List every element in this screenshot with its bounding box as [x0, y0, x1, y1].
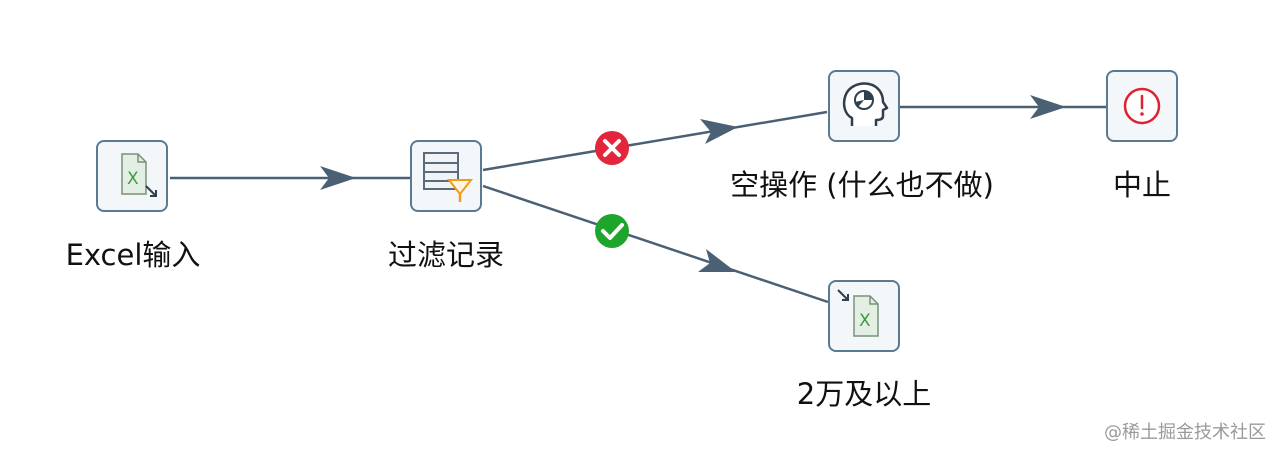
hop-arrow-filter-to-output: [698, 249, 736, 272]
step-excel-output[interactable]: X: [828, 280, 900, 352]
filter-rows-icon: [423, 152, 474, 202]
step-label-excel-input: Excel输入: [65, 238, 201, 272]
hop-arrow-filter-to-dummy: [700, 119, 738, 144]
hop-line-filter-to-dummy[interactable]: [482, 110, 828, 172]
step-label-excel-output: 2万及以上: [796, 377, 932, 411]
dummy-head-icon: [842, 82, 889, 126]
step-label-filter-rows: 过滤记录: [387, 238, 505, 272]
svg-text:X: X: [127, 169, 139, 189]
svg-text:X: X: [859, 311, 871, 331]
excel-output-icon: X: [837, 289, 879, 337]
hop-arrow-dummy-to-abort: [1030, 95, 1066, 119]
step-abort[interactable]: [1106, 70, 1178, 142]
error-x-icon: [595, 131, 629, 165]
step-dummy[interactable]: [828, 70, 900, 142]
abort-icon: [1123, 87, 1161, 125]
hop-line-filter-to-output[interactable]: [482, 184, 829, 304]
success-check-icon: [595, 214, 629, 248]
excel-input-icon: X: [121, 153, 157, 197]
step-excel-input[interactable]: X: [96, 140, 168, 212]
step-label-dummy: 空操作 (什么也不做): [730, 168, 994, 202]
step-filter-rows[interactable]: [410, 140, 482, 212]
watermark: @稀土掘金技术社区: [1104, 422, 1266, 443]
step-label-abort: 中止: [1112, 168, 1172, 202]
hop-arrow-excel-to-filter: [320, 166, 356, 190]
